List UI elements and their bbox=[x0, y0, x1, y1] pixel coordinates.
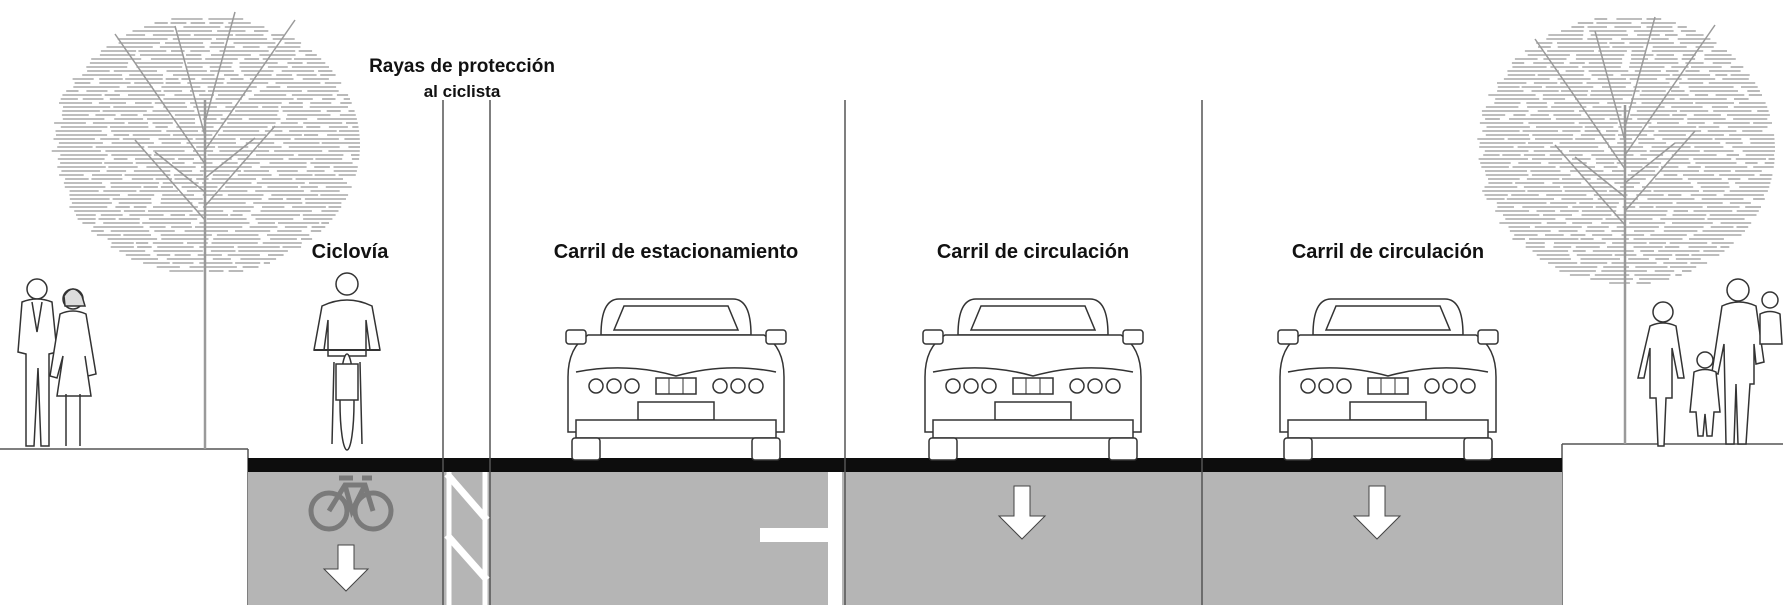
road-top-curb bbox=[248, 458, 1562, 472]
pedestrian-couple-icon bbox=[17, 278, 97, 447]
cyclist-icon bbox=[313, 272, 381, 451]
travel-lane-1-label: Carril de circulación bbox=[937, 241, 1129, 263]
buffer-title-line2: al ciclista bbox=[424, 82, 501, 101]
family-pedestrians-icon bbox=[1637, 278, 1783, 447]
car-icon bbox=[922, 298, 1144, 461]
down-arrow-icon bbox=[1352, 485, 1402, 540]
tree-left-icon bbox=[51, 11, 360, 449]
buffer-hatch bbox=[444, 471, 490, 605]
down-arrow-icon bbox=[322, 544, 370, 592]
parking-t-marking bbox=[760, 472, 842, 605]
parking-lane-label: Carril de estacionamiento bbox=[554, 241, 799, 263]
car-icon bbox=[565, 298, 787, 461]
tree-right-icon bbox=[1477, 16, 1775, 444]
bicycle-marking-icon bbox=[308, 475, 394, 532]
travel-lane-2-label: Carril de circulación bbox=[1292, 241, 1484, 263]
buffer-title-line1: Rayas de protección bbox=[369, 56, 555, 77]
down-arrow-icon bbox=[997, 485, 1047, 540]
car-icon bbox=[1277, 298, 1499, 461]
bike-lane-label: Ciclovía bbox=[312, 241, 390, 263]
